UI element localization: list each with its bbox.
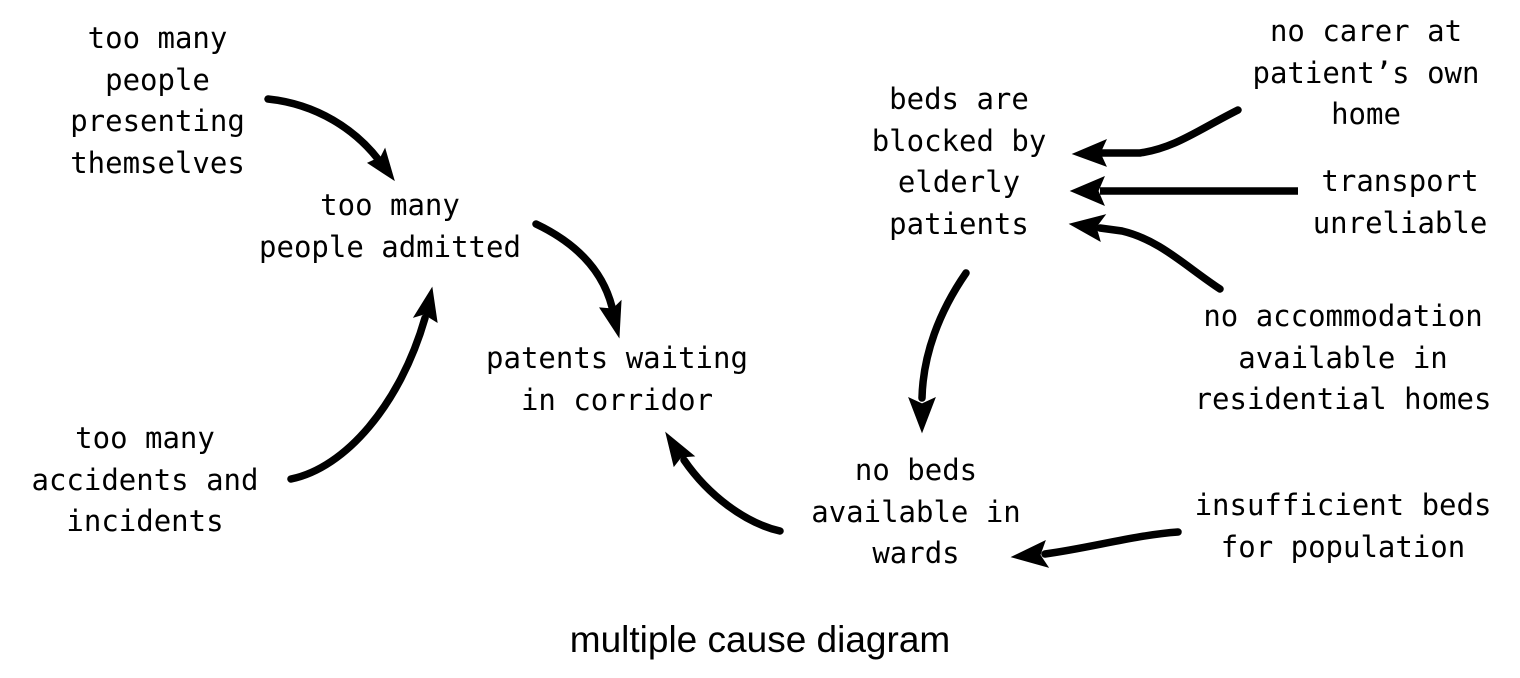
edge-bedsblocked-to-nobeds <box>908 269 970 434</box>
node-no-accommodation[interactable]: no accommodation available in residentia… <box>1194 299 1492 416</box>
node-people-admitted[interactable]: too many people admitted <box>259 188 521 264</box>
node-beds-blocked[interactable]: beds are blocked by elderly patients <box>871 82 1047 241</box>
node-transport[interactable]: transport unreliable <box>1312 164 1488 240</box>
edge-insufficient-to-nobeds <box>1010 528 1182 568</box>
node-patents-corridor[interactable]: patents waiting in corridor <box>486 341 748 417</box>
diagram-caption: multiple cause diagram <box>569 619 951 660</box>
edge-presenting-to-admitted <box>264 95 395 182</box>
edge-transport-to-bedsblocked <box>1069 176 1298 206</box>
edge-accommodation-to-bedsblocked <box>1068 214 1224 293</box>
edge-nobeds-to-corridor <box>665 431 784 535</box>
edge-admitted-to-corridor <box>532 220 622 339</box>
node-no-carer[interactable]: no carer at patient’s own home <box>1252 14 1480 131</box>
node-people-presenting[interactable]: too many people presenting themselves <box>70 21 245 180</box>
edge-nocarer-to-bedsblocked <box>1071 106 1242 167</box>
node-insufficient-beds[interactable]: insufficient beds for population <box>1194 488 1492 564</box>
node-accidents[interactable]: too many accidents and incidents <box>31 421 259 538</box>
node-no-beds-wards[interactable]: no beds available in wards <box>811 453 1021 570</box>
edge-accidents-to-admitted <box>287 286 438 483</box>
